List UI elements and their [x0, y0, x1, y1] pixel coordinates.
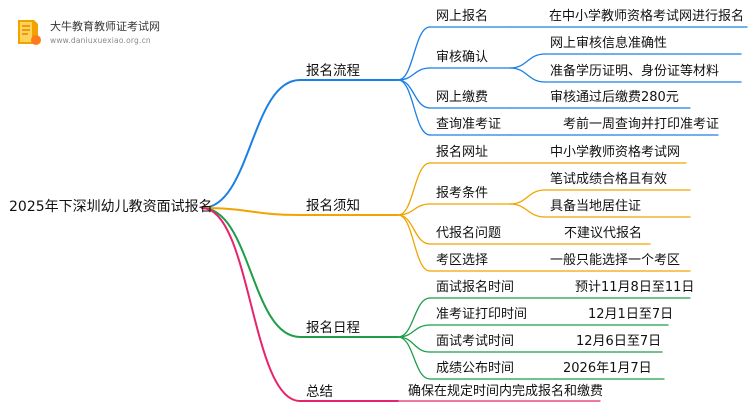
node-to-leaf-connector — [509, 189, 546, 205]
book-logo-icon — [18, 20, 41, 45]
node-exam-area: 考区选择 — [436, 253, 489, 268]
node-interview-registration-time: 面试报名时间 — [436, 280, 515, 295]
branch-to-node-connector — [397, 203, 431, 216]
leaf-online-payment: 审核通过后缴费280元 — [550, 90, 679, 105]
branch-to-node-connector — [397, 79, 431, 109]
leaf-exam-area: 一般只能选择一个考区 — [550, 253, 681, 268]
leaf-online-registration: 在中小学教师资格考试网进行报名 — [549, 9, 745, 24]
leaf-review-info: 网上审核信息准确性 — [550, 36, 668, 51]
logo-site-name: 大牛教育教师证考试网 — [50, 20, 160, 33]
branch-registration-notes: 报名须知 — [306, 198, 360, 214]
node-eligibility: 报考条件 — [436, 186, 489, 201]
branch-to-node-connector — [397, 162, 431, 216]
leaf-proxy-registration: 不建议代报名 — [564, 226, 643, 241]
branch-registration-schedule: 报名日程 — [306, 320, 360, 336]
root-to-branch-connector — [201, 79, 301, 209]
leaf-admission-ticket: 考前一周查询并打印准考证 — [563, 117, 720, 132]
leaf-written-score: 笔试成绩合格且有效 — [550, 172, 668, 187]
leaf-summary: 确保在规定时间内完成报名和缴费 — [408, 384, 604, 399]
branch-to-node-connector — [397, 79, 431, 136]
node-to-leaf-connector — [509, 203, 546, 218]
branch-to-node-connector — [397, 297, 431, 338]
node-ticket-print-time: 准考证打印时间 — [436, 307, 528, 322]
leaf-residence-permit: 具备当地居住证 — [550, 199, 642, 214]
root-to-branch-connector — [201, 207, 301, 338]
branch-to-node-connector — [397, 336, 431, 380]
root-to-branch-connector — [201, 207, 301, 402]
node-online-registration: 网上报名 — [436, 9, 489, 24]
branch-to-node-connector — [397, 67, 431, 81]
node-registration-site: 报名网址 — [436, 145, 489, 160]
node-online-payment: 网上缴费 — [436, 90, 489, 105]
leaf-registration-site: 中小学教师资格考试网 — [550, 145, 681, 160]
node-to-leaf-connector — [509, 53, 546, 69]
logo-site-url: www.daniuxuexiao.org.cn — [50, 36, 151, 45]
node-to-leaf-connector — [509, 67, 546, 83]
node-admission-ticket: 查询准考证 — [436, 117, 502, 132]
leaf-result-release-time: 2026年1月7日 — [563, 361, 652, 376]
node-interview-exam-time: 面试考试时间 — [436, 334, 515, 349]
leaf-interview-registration-time: 预计11月8日至11日 — [575, 280, 695, 295]
site-logo: 大牛教育教师证考试网 www.daniuxuexiao.org.cn — [12, 16, 202, 52]
root-to-branch-connector — [201, 207, 301, 216]
branch-registration-process: 报名流程 — [306, 63, 360, 79]
branch-to-node-connector — [397, 214, 431, 272]
branch-to-node-connector — [397, 214, 431, 245]
node-review-confirm: 审核确认 — [436, 50, 489, 65]
leaf-prepare-materials: 准备学历证明、身份证等材料 — [550, 64, 720, 79]
root-topic: 2025年下深圳幼儿教资面试报名 — [9, 199, 213, 215]
leaf-interview-exam-time: 12月6日至7日 — [576, 334, 662, 349]
branch-to-node-connector — [397, 26, 431, 81]
node-proxy-registration: 代报名问题 — [436, 226, 502, 241]
leaf-ticket-print-time: 12月1日至7日 — [588, 307, 674, 322]
branch-summary: 总结 — [306, 384, 333, 400]
node-result-release-time: 成绩公布时间 — [436, 361, 515, 376]
